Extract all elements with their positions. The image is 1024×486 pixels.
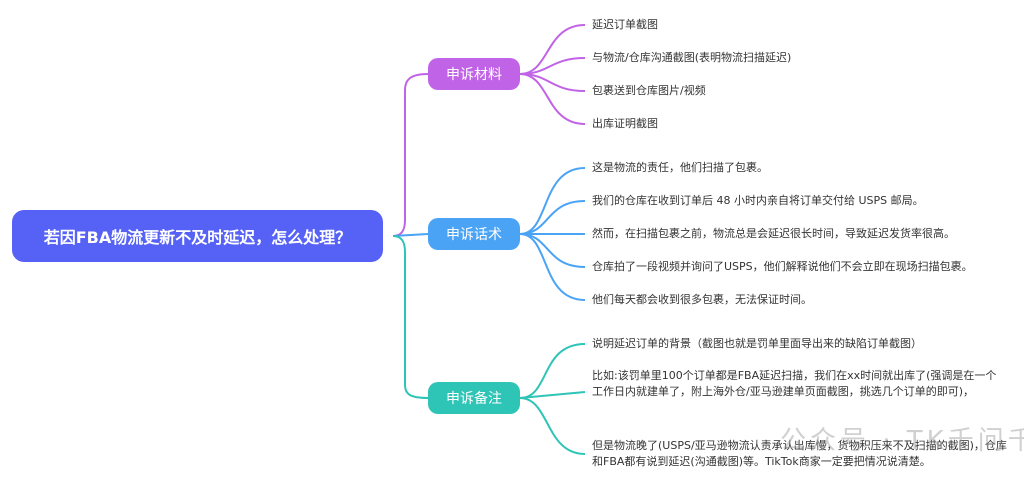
leaf-node[interactable]: 然而，在扫描包裹之前，物流总是会延迟很长时间，导致延迟发货率很高。	[592, 227, 955, 240]
leaf-node[interactable]: 这是物流的责任，他们扫描了包裹。	[592, 161, 768, 174]
leaf-node[interactable]: 出库证明截图	[592, 117, 658, 130]
leaf-node[interactable]: 包裹送到仓库图片/视频	[592, 84, 706, 97]
root-node[interactable]: 若因FBA物流更新不及时延迟，怎么处理？	[12, 210, 383, 262]
branch-appeal-notes[interactable]: 申诉备注	[428, 382, 520, 414]
connector-root-script	[392, 233, 429, 237]
branch-appeal-script[interactable]: 申诉话术	[428, 218, 520, 250]
leaf-node[interactable]: 他们每天都会收到很多包裹，无法保证时间。	[592, 293, 812, 306]
connector-root-materials	[392, 73, 429, 237]
branch-appeal-materials[interactable]: 申诉材料	[428, 58, 520, 90]
leaf-node[interactable]: 与物流/仓库沟通截图(表明物流扫描延迟)	[592, 51, 792, 64]
leaf-node[interactable]: 延迟订单截图	[592, 18, 658, 31]
leaf-node[interactable]: 说明延迟订单的背景（截图也就是罚单里面导出来的缺陷订单截图）	[592, 337, 922, 350]
leaf-node[interactable]: 我们的仓库在收到订单后 48 小时内亲自将订单交付给 USPS 邮局。	[592, 194, 924, 207]
connector-root-notes	[392, 235, 429, 399]
leaf-node[interactable]: 但是物流晚了(USPS/亚马逊物流认责承认出库慢，货物积压来不及扫描的截图)，仓…	[592, 439, 1007, 468]
watermark: 公众号 · TK千问千答	[780, 426, 1024, 456]
leaf-node[interactable]: 比如:该罚单里100个订单都是FBA延迟扫描，我们在xx时间就出库了(强调是在一…	[592, 369, 997, 398]
leaf-node[interactable]: 仓库拍了一段视频并询问了USPS，他们解释说他们不会立即在现场扫描包裹。	[592, 260, 973, 273]
